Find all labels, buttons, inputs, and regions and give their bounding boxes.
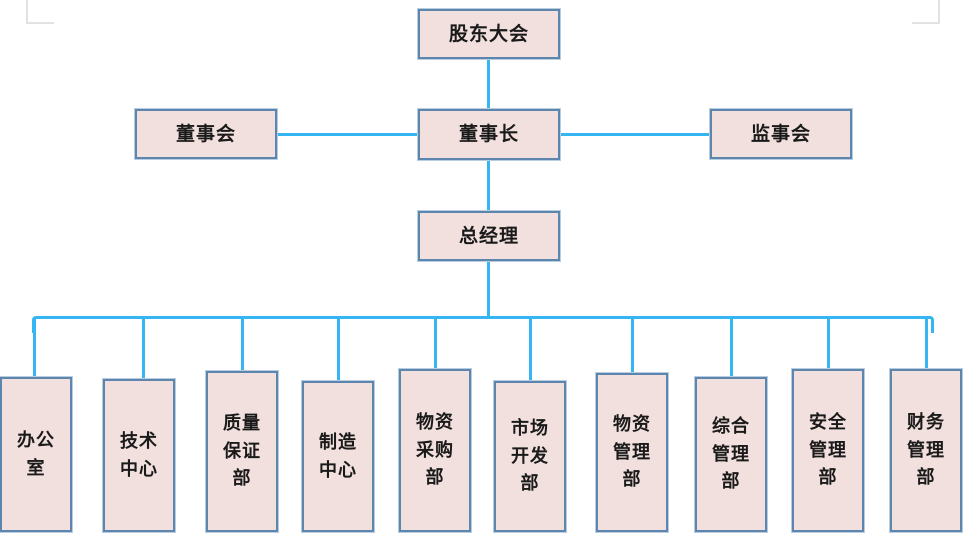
connector-department-bus [32, 316, 934, 333]
connector-leg-materials-procurement [434, 318, 437, 370]
node-board-of-directors[interactable]: 董事会 [135, 109, 277, 159]
node-label: 总经理 [458, 224, 519, 247]
node-general-manager[interactable]: 总经理 [418, 211, 560, 261]
node-manufacturing-center[interactable]: 制造中心 [302, 381, 374, 532]
node-board-of-supervisors[interactable]: 监事会 [710, 109, 852, 159]
connector-leg-finance-management [925, 318, 928, 370]
node-materials-procurement[interactable]: 物资采购部 [399, 369, 471, 532]
node-materials-management[interactable]: 物资管理部 [596, 373, 668, 532]
connector-leg-technology-center [142, 318, 145, 380]
connector-board-to-chairman [277, 133, 421, 136]
node-technology-center[interactable]: 技术中心 [103, 379, 175, 532]
connector-shareholders-to-chairman [487, 58, 490, 110]
connector-chairman-to-supervisors [560, 133, 711, 136]
crop-mark-top-right [912, 0, 940, 24]
node-label: 制造中心 [319, 431, 357, 481]
node-label: 物资采购部 [416, 411, 454, 489]
node-label: 物资管理部 [613, 413, 651, 491]
connector-leg-manufacturing-center [337, 318, 340, 382]
node-office[interactable]: 办公室 [0, 377, 72, 532]
connector-leg-office [33, 318, 36, 378]
connector-leg-safety-management [827, 318, 830, 370]
node-safety-management[interactable]: 安全管理部 [792, 369, 864, 532]
crop-mark-top-left [26, 0, 54, 24]
connector-leg-market-development [529, 318, 532, 382]
node-label: 董事长 [458, 123, 519, 146]
node-label: 办公室 [17, 429, 55, 479]
node-label: 安全管理部 [809, 411, 847, 489]
node-finance-management[interactable]: 财务管理部 [890, 369, 962, 532]
connector-chairman-to-gm [487, 160, 490, 212]
node-label: 市场开发部 [511, 417, 549, 495]
node-general-management[interactable]: 综合管理部 [695, 377, 767, 532]
connector-leg-materials-management [631, 318, 634, 374]
node-label: 综合管理部 [712, 415, 750, 493]
connector-gm-to-bus [487, 260, 490, 318]
connector-leg-quality-assurance [241, 318, 244, 372]
node-chairman[interactable]: 董事长 [418, 109, 560, 160]
node-label: 财务管理部 [907, 411, 945, 489]
node-label: 技术中心 [120, 430, 158, 480]
node-label: 董事会 [175, 122, 236, 145]
node-market-development[interactable]: 市场开发部 [494, 381, 566, 532]
node-shareholders-meeting[interactable]: 股东大会 [418, 9, 560, 59]
node-quality-assurance[interactable]: 质量保证部 [206, 371, 278, 532]
node-label: 监事会 [750, 122, 811, 145]
node-label: 质量保证部 [223, 412, 261, 490]
node-label: 股东大会 [448, 22, 529, 45]
connector-leg-general-management [730, 318, 733, 378]
